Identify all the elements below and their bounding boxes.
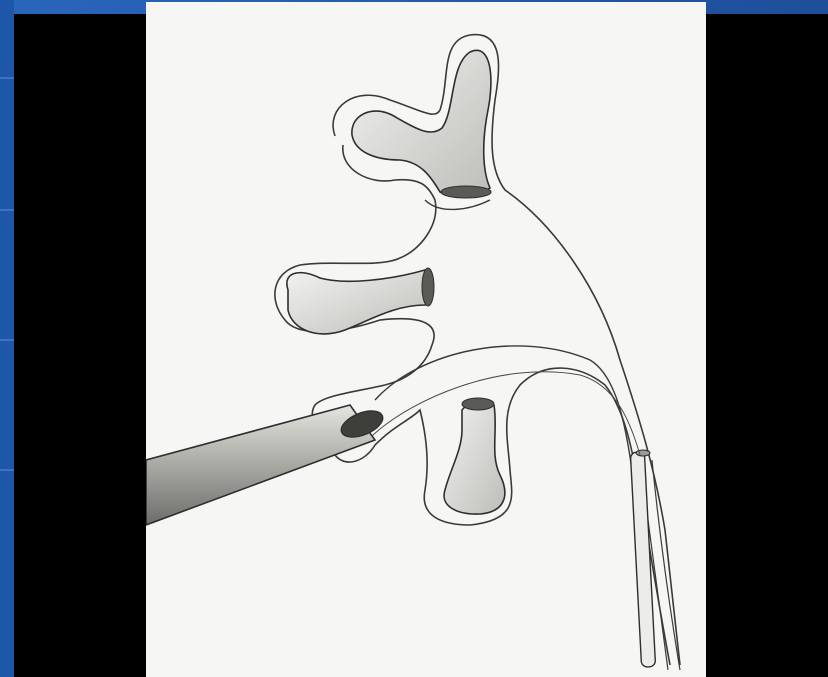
- guide-wire: [372, 372, 640, 455]
- middle-calyx-opening: [422, 268, 434, 306]
- middle-calyx: [287, 270, 433, 334]
- lower-calyx: [444, 401, 505, 514]
- left-accent-strip: [0, 0, 14, 677]
- kidney-collecting-system-with-catheter-icon: [146, 2, 706, 677]
- ureter-wall: [652, 460, 680, 670]
- renal-pelvis-inner: [375, 346, 632, 470]
- ureteral-catheter-tip: [636, 450, 650, 456]
- lower-calyx-opening: [462, 398, 494, 410]
- nephroscope-sheath: [146, 405, 375, 525]
- illustration-panel: [146, 2, 706, 677]
- upper-calyx-opening: [441, 186, 491, 198]
- upper-calyx: [352, 50, 491, 197]
